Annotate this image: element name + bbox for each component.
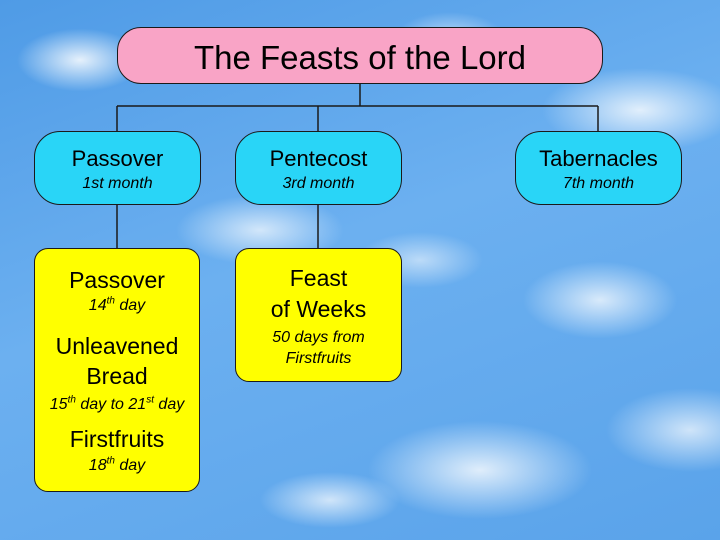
title-box: The Feasts of the Lord — [117, 27, 603, 84]
unleavened-label-line2: Bread — [86, 363, 148, 389]
feast-month: 7th month — [562, 175, 635, 192]
feast-month: 3rd month — [282, 175, 355, 192]
passover-day: 14th day — [88, 295, 146, 314]
diagram-title: The Feasts of the Lord — [193, 39, 526, 76]
passover-details-box: Passover 14th day Unleavened Bread 15th … — [34, 248, 200, 492]
unleavened-days: 15th day to 21st day — [49, 394, 185, 413]
pentecost-details-box: Feast of Weeks 50 days from Firstfruits — [235, 248, 402, 382]
firstfruits-label: Firstfruits — [69, 426, 165, 452]
feast-name: Pentecost — [269, 146, 368, 171]
pentecost-note-line2: Firstfruits — [285, 350, 352, 367]
feast-box-passover: Passover 1st month — [34, 131, 201, 205]
firstfruits-day: 18th day — [88, 455, 146, 474]
feast-box-tabernacles: Tabernacles 7th month — [515, 131, 682, 205]
feast-name: Tabernacles — [539, 146, 658, 171]
feast-box-pentecost: Pentecost 3rd month — [235, 131, 402, 205]
passover-label: Passover — [69, 267, 165, 293]
feast-of-weeks-line1: Feast — [289, 265, 348, 291]
pentecost-note-line1: 50 days from — [272, 329, 365, 346]
feast-month: 1st month — [82, 175, 153, 192]
feast-name: Passover — [71, 146, 164, 171]
unleavened-label-line1: Unleavened — [55, 333, 179, 359]
feast-of-weeks-line2: of Weeks — [270, 296, 367, 322]
